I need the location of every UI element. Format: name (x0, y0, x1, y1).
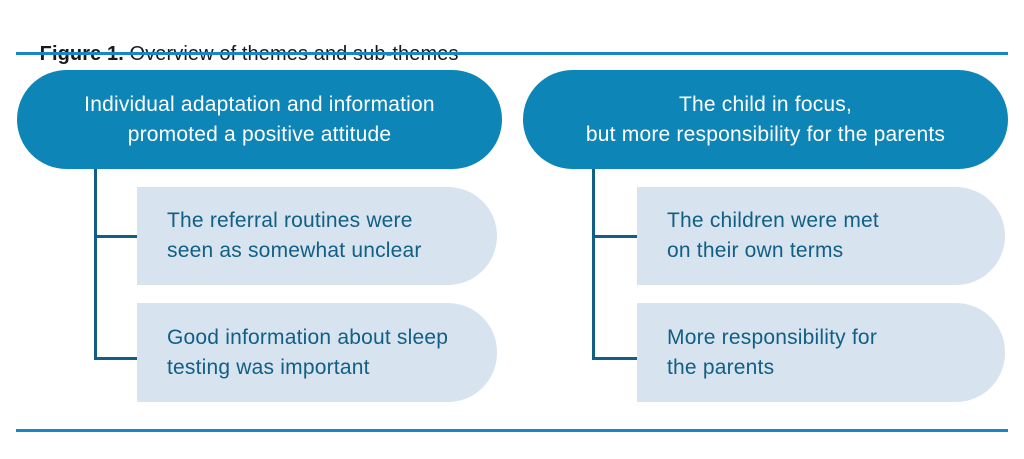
theme-box-child-in-focus: The child in focus, but more responsibil… (523, 70, 1008, 169)
connector-vertical-left (94, 169, 97, 360)
connector-branch-right-1 (592, 235, 637, 238)
subtheme-box-children-own-terms: The children were met on their own terms (637, 187, 1005, 285)
subtheme-text-line: the parents (667, 355, 775, 379)
subtheme-text-line: seen as somewhat unclear (167, 239, 422, 262)
bottom-divider (16, 429, 1008, 432)
subtheme-text-line: testing was important (167, 355, 370, 379)
subtheme-text-line: The children were met (667, 209, 879, 232)
theme-title-line: promoted a positive attitude (127, 122, 392, 146)
theme-box-individual-adaptation: Individual adaptation and information pr… (17, 70, 502, 169)
connector-branch-left-2 (94, 357, 137, 360)
subtheme-text-line: Good information about sleep (167, 325, 449, 349)
subtheme-text-line: More responsibility for (667, 325, 878, 349)
subtheme-text-line: The referral routines were (167, 209, 413, 232)
connector-branch-right-2 (592, 357, 637, 360)
subtheme-box-referral-routines: The referral routines were seen as somew… (137, 187, 497, 285)
theme-title-line: but more responsibility for the parents (585, 122, 946, 146)
subtheme-box-good-information: Good information about sleep testing was… (137, 303, 497, 402)
connector-vertical-right (592, 169, 595, 360)
subtheme-text-line: on their own terms (667, 239, 844, 262)
theme-title-line: Individual adaptation and information (84, 92, 435, 116)
theme-title-line: The child in focus, (678, 92, 853, 116)
top-divider (16, 52, 1008, 55)
subtheme-box-more-responsibility: More responsibility for the parents (637, 303, 1005, 402)
connector-branch-left-1 (94, 235, 137, 238)
